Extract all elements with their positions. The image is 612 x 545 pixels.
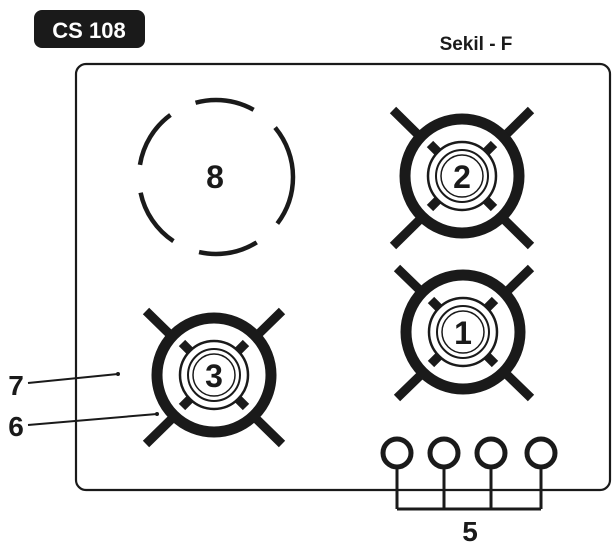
gas-burner-2: 2 [389,106,535,250]
model-badge-background [34,10,145,48]
cooking-zone-8-label: 8 [206,159,224,195]
cooking-zone-8-ring [136,97,296,257]
gas-burner-1-cap-core [441,310,485,354]
gas-burner-3: 3 [142,307,286,448]
control-knob-2[interactable] [427,436,461,470]
gas-burner-3-label: 3 [205,358,223,394]
figure-title: Sekil - F [440,34,513,55]
gas-burner-2-label: 2 [453,159,471,195]
control-knob-4[interactable] [524,436,558,470]
control-knob-1[interactable] [380,436,414,470]
callout-5-bracket [395,467,543,511]
callout-6-label: 6 [8,411,24,442]
gas-burner-3-cap-core [192,353,236,397]
gas-burner-1-label: 1 [454,315,472,351]
callout-7-leader [27,372,120,384]
callout-6-leader [27,412,159,426]
gas-burner-2-cap-core [440,154,484,198]
gas-burner-1: 1 [393,264,535,402]
cooking-zone-8: 8 [136,97,296,257]
model-badge: CS 108 [34,10,145,48]
control-knobs [380,436,558,470]
model-badge-text: CS 108 [52,18,125,43]
hob-panel [74,62,612,492]
callout-7-label: 7 [8,370,24,401]
control-knob-3[interactable] [474,436,508,470]
callout-5-label: 5 [462,516,478,545]
